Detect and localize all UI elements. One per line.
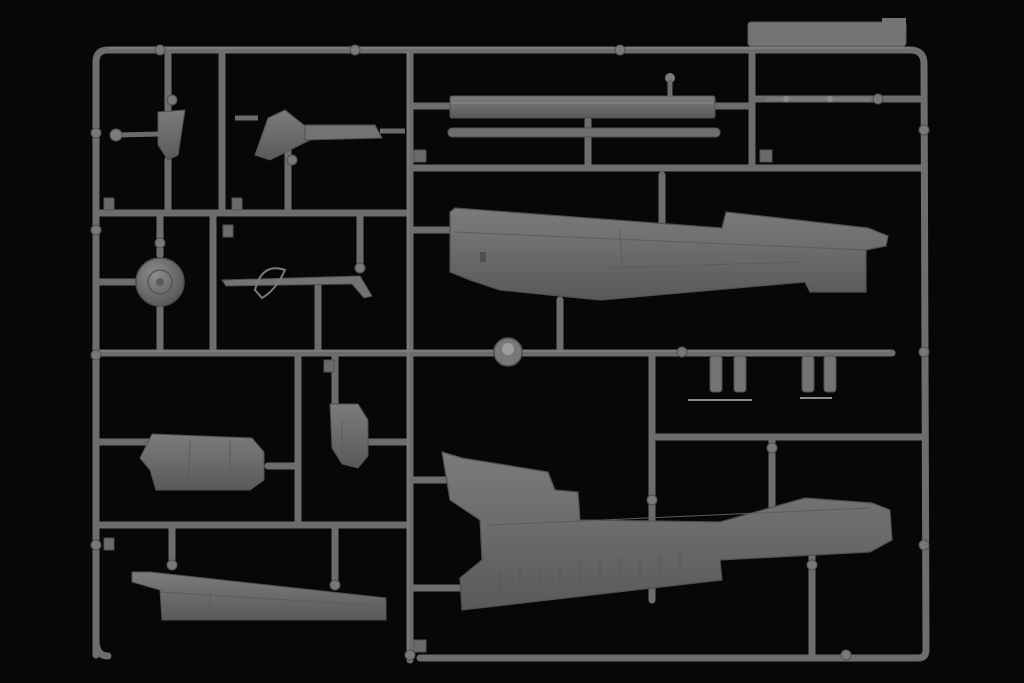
label-plate <box>747 21 907 47</box>
nub <box>676 346 688 358</box>
part-long-rail <box>447 73 721 138</box>
nub <box>766 442 778 454</box>
part-wire <box>766 96 870 102</box>
nub <box>918 124 930 136</box>
label-plate-tab <box>882 18 906 32</box>
sprue-frame <box>92 46 930 664</box>
tab <box>222 224 234 238</box>
sprue-label-plate <box>747 18 907 47</box>
gate-nubs <box>90 44 930 661</box>
nub <box>154 44 166 56</box>
tab <box>231 197 243 211</box>
part-control-arm <box>235 109 405 161</box>
nub <box>404 649 416 661</box>
nub <box>840 649 852 661</box>
part-wedge <box>131 571 387 621</box>
nub <box>614 44 626 56</box>
part-struts <box>688 355 837 401</box>
sprue-tabs <box>103 149 773 653</box>
tab <box>103 197 115 211</box>
nub <box>286 154 298 166</box>
part-fuselage-upper <box>449 207 889 301</box>
nub <box>646 494 658 506</box>
runner-bottom-left-tail <box>92 636 112 660</box>
nub <box>166 94 178 106</box>
nub <box>918 346 930 358</box>
part-cowling <box>139 433 265 491</box>
nub <box>872 93 884 105</box>
tab <box>413 149 427 163</box>
runner-outer-frame <box>92 46 930 662</box>
nub <box>154 237 166 249</box>
tab <box>413 639 427 653</box>
part-hub <box>493 337 523 367</box>
part-fuselage-lower <box>441 451 893 611</box>
tab <box>759 149 773 163</box>
nub <box>806 559 818 571</box>
nub <box>329 579 341 591</box>
tab <box>103 537 115 551</box>
nub <box>349 44 361 56</box>
part-bracket-small <box>109 109 186 161</box>
nub <box>166 559 178 571</box>
nub <box>354 262 366 274</box>
part-pipe <box>221 267 373 300</box>
tab <box>323 359 335 373</box>
nub <box>90 224 102 236</box>
nub <box>90 127 102 139</box>
part-bulkhead <box>329 403 369 469</box>
nub <box>918 539 930 551</box>
nub <box>90 539 102 551</box>
nub <box>90 349 102 361</box>
part-wheel <box>135 257 185 307</box>
